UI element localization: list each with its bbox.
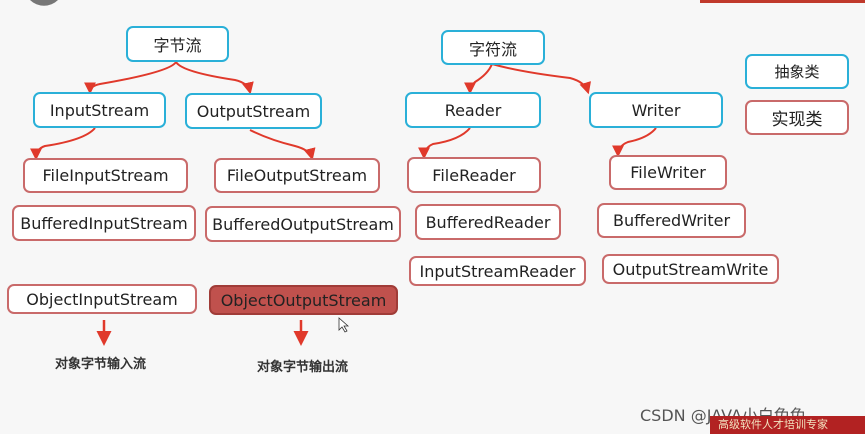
arrow-chars-to-writer: [491, 63, 591, 95]
legend-abstract-class: 抽象类: [745, 54, 849, 89]
top-accent-bar: [700, 0, 865, 3]
caption-object-output: 对象字节输出流: [257, 360, 349, 375]
bufferedreader-node: BufferedReader: [415, 204, 561, 240]
caption-object-input: 对象字节输入流: [55, 357, 147, 372]
outputstream-node: OutputStream: [185, 93, 322, 129]
objectoutputstream-node: ObjectOutputStream: [209, 285, 398, 315]
legend-impl-class: 实现类: [745, 100, 849, 135]
byte-stream-root: 字节流: [126, 26, 229, 62]
objectinputstream-node: ObjectInputStream: [7, 284, 197, 314]
filewriter-node: FileWriter: [609, 155, 727, 190]
mouse-cursor-icon: [338, 317, 350, 333]
bufferedwriter-node: BufferedWriter: [597, 203, 746, 238]
char-stream-root: 字符流: [441, 30, 545, 65]
inputstream-node: InputStream: [33, 92, 166, 128]
inputstreamreader-node: InputStreamReader: [409, 256, 586, 286]
bufferedinputstream-node: BufferedInputStream: [12, 205, 196, 241]
arrow-inputstream-to-file: [30, 127, 96, 161]
arrow-writer-to-file: [612, 127, 657, 158]
arrow-chars-to-reader: [464, 63, 493, 95]
fileinputstream-node: FileInputStream: [23, 158, 188, 193]
outputstreamwrite-node: OutputStreamWrite: [602, 254, 779, 284]
fileoutputstream-node: FileOutputStream: [214, 158, 380, 193]
filereader-node: FileReader: [407, 157, 541, 193]
arrow-bytes-to-outputstream: [175, 61, 254, 95]
reader-node: Reader: [405, 92, 541, 128]
window-corner-decoration: [0, 0, 58, 20]
bufferedoutputstream-node: BufferedOutputStream: [205, 206, 401, 242]
arrow-outputstream-to-file: [249, 129, 316, 161]
arrow-bytes-to-inputstream: [84, 61, 177, 95]
footer-slogan-bar: 高级软件人才培训专家: [710, 416, 865, 434]
footer-slogan: 高级软件人才培训专家: [718, 418, 828, 431]
writer-node: Writer: [589, 92, 723, 128]
arrow-reader-to-file: [418, 127, 471, 160]
